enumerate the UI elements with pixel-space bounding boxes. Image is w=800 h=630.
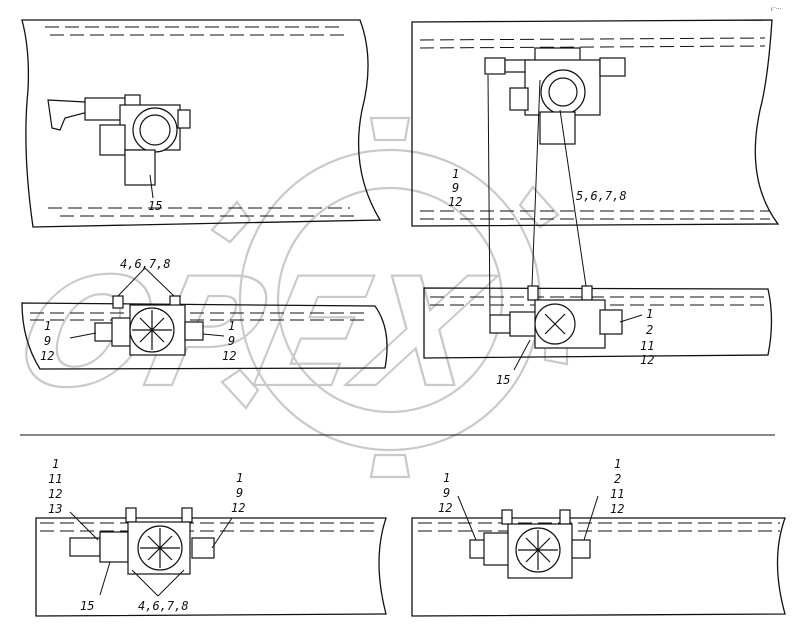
callout-label: 12 bbox=[448, 195, 462, 209]
leader-line bbox=[157, 569, 185, 597]
leader-line bbox=[619, 314, 643, 323]
callout-label: 1 bbox=[236, 471, 243, 485]
dash-line bbox=[419, 45, 766, 49]
view-middle-left: 4,6,7,8 1 9 12 1 9 12 bbox=[21, 257, 388, 370]
callout-label: 9 bbox=[236, 486, 243, 500]
view-bottom-left: 1 11 12 13 1 9 12 15 4,6,7,8 bbox=[35, 457, 387, 617]
callout-label: 9 bbox=[44, 334, 51, 348]
leader-line bbox=[531, 79, 541, 287]
view-bottom-right: 1 9 12 1 2 11 12 bbox=[411, 457, 786, 617]
callout-label: 9 bbox=[228, 334, 235, 348]
watermark-text: OPEX bbox=[6, 246, 506, 421]
callout-label: 9 bbox=[443, 486, 450, 500]
valve-assembly-side bbox=[489, 285, 623, 349]
leader-line bbox=[99, 561, 111, 596]
callout-label: 1 bbox=[228, 319, 235, 333]
callout-label: 11 bbox=[48, 472, 62, 486]
callout-label: 9 bbox=[452, 181, 459, 195]
leader-line bbox=[149, 174, 154, 199]
valve-assembly-side bbox=[69, 507, 215, 575]
leader-line bbox=[211, 517, 233, 549]
leader-line bbox=[487, 74, 491, 319]
frame-right-mid bbox=[423, 287, 773, 359]
callout-label: 4,6,7,8 bbox=[120, 257, 171, 271]
callout-label: 15 bbox=[496, 373, 510, 387]
leader-line bbox=[69, 511, 99, 541]
frame-bottom-right bbox=[411, 517, 786, 617]
watermark: OPEX bbox=[4, 116, 569, 479]
callout-label: 1 bbox=[52, 457, 59, 471]
callout-label: 15 bbox=[80, 599, 94, 613]
callout-label: 12 bbox=[231, 501, 245, 515]
callout-label: 1 bbox=[44, 319, 51, 333]
callout-label: 12 bbox=[640, 353, 654, 367]
leader-line bbox=[457, 495, 477, 541]
callout-label: 12 bbox=[610, 502, 624, 516]
callout-label: 12 bbox=[222, 349, 236, 363]
corner-mark: ı⁻··· bbox=[771, 6, 782, 13]
callout-label: 12 bbox=[40, 349, 54, 363]
view-top-right: 1 9 12 5,6,7,8 1 2 11 12 15 bbox=[411, 19, 780, 387]
callout-label: 1 bbox=[646, 307, 653, 321]
valve-assembly bbox=[47, 94, 191, 186]
callout-label: 5,6,7,8 bbox=[576, 189, 627, 203]
leader-line bbox=[559, 109, 587, 287]
callout-label: 1 bbox=[452, 167, 459, 181]
callout-label: 12 bbox=[438, 501, 452, 515]
frame-bottom-left bbox=[35, 517, 387, 617]
valve-assembly bbox=[484, 47, 626, 145]
valve-assembly-side bbox=[469, 509, 591, 579]
leader-line bbox=[117, 267, 146, 297]
leader-line bbox=[69, 332, 97, 339]
callout-label: 13 bbox=[48, 502, 62, 516]
view-top-left: 15 bbox=[21, 19, 382, 228]
frame-top-right bbox=[411, 19, 780, 227]
callout-label: 11 bbox=[640, 339, 654, 353]
frame-middle-left bbox=[21, 302, 388, 370]
leader-line bbox=[583, 495, 599, 541]
callout-label: 12 bbox=[48, 487, 62, 501]
leader-line bbox=[513, 339, 531, 371]
callout-label: 4,6,7,8 bbox=[138, 599, 189, 613]
dash-line bbox=[419, 37, 766, 41]
callout-label: 2 bbox=[646, 323, 653, 337]
callout-label: 1 bbox=[614, 457, 621, 471]
leader-line bbox=[202, 333, 225, 337]
callout-label: 2 bbox=[614, 472, 621, 486]
frame-top-left bbox=[21, 19, 382, 228]
callout-label: 1 bbox=[443, 471, 450, 485]
leader-line bbox=[144, 267, 175, 297]
callout-label: 15 bbox=[148, 199, 162, 213]
callout-label: 11 bbox=[610, 487, 624, 501]
valve-assembly-side bbox=[94, 295, 204, 356]
leader-line bbox=[131, 569, 159, 597]
